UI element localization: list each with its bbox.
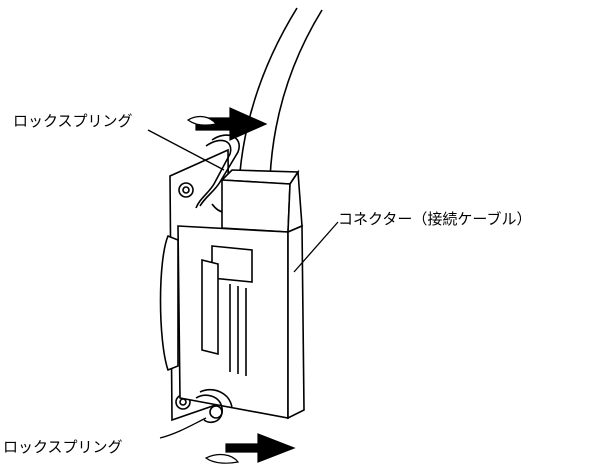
- label-connector: コネクター（接続ケーブル）: [338, 210, 532, 228]
- leader-lock-spring-bottom: [159, 417, 207, 439]
- connector-body: [159, 169, 305, 420]
- arrow-bottom: [204, 433, 296, 464]
- leader-lock-spring-top: [147, 129, 225, 171]
- leader-lines: [147, 129, 339, 439]
- leader-connector: [293, 221, 339, 273]
- label-lock-spring-bottom: ロックスプリング: [3, 438, 123, 456]
- lock-spring-bottom: [195, 388, 233, 424]
- cable: [239, 7, 323, 179]
- arrow-top: [186, 107, 268, 141]
- label-lock-spring-top: ロックスプリング: [13, 112, 133, 130]
